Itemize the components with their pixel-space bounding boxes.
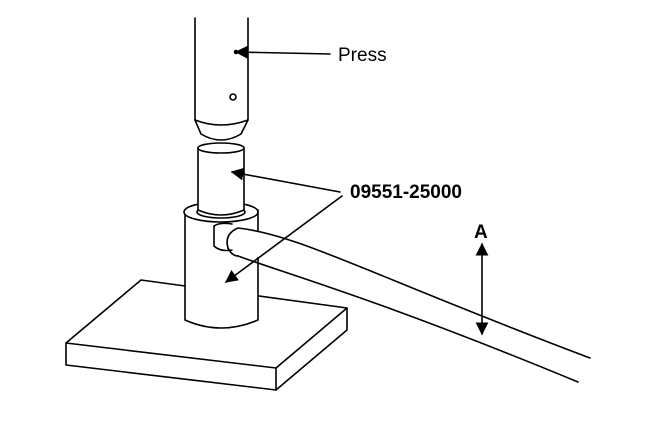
part-arrow-upper — [230, 167, 341, 193]
cable — [226, 227, 591, 383]
part-arrow-lower — [224, 195, 343, 283]
press-ram — [194, 17, 249, 141]
special-tool-body — [183, 201, 259, 329]
dimension-a-label: A — [474, 222, 488, 243]
press-label: Press — [338, 45, 387, 66]
press-arrow — [234, 45, 331, 59]
drive-sleeve — [197, 142, 245, 216]
part-number-label: 09551-25000 — [350, 182, 462, 203]
